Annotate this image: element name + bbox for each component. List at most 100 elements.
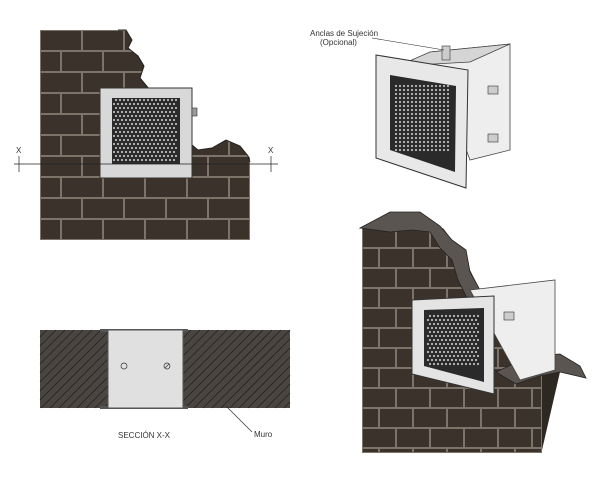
mesh-hole (444, 314, 448, 318)
mesh-hole (426, 92, 430, 96)
mesh-hole (442, 342, 446, 346)
mesh-hole (138, 98, 142, 102)
brick (397, 229, 429, 247)
mesh-hole (426, 84, 430, 88)
mesh-hole (438, 108, 442, 112)
mesh-hole (398, 120, 402, 124)
mesh-hole (474, 334, 478, 338)
mesh-hole (434, 120, 438, 124)
mesh-hole (122, 130, 126, 134)
mesh-hole (414, 112, 418, 116)
mesh-hole (430, 148, 434, 152)
mesh-hole (446, 144, 450, 148)
mesh-hole (162, 114, 166, 118)
mesh-hole (438, 326, 442, 330)
mesh-hole (140, 142, 144, 146)
mesh-hole (456, 346, 460, 350)
brick (363, 349, 395, 367)
mesh-hole (426, 108, 430, 112)
mesh-hole (164, 102, 168, 106)
mesh-hole (112, 134, 116, 138)
mesh-hole (130, 122, 134, 126)
mesh-hole (164, 150, 168, 154)
mesh-hole (150, 106, 154, 110)
mesh-hole (440, 330, 444, 334)
brick (41, 115, 81, 134)
brick (363, 329, 378, 347)
mesh-hole (160, 134, 164, 138)
mesh-hole (446, 132, 450, 136)
mesh-hole (464, 354, 468, 358)
mesh-hole (406, 128, 410, 132)
mesh-hole (168, 126, 172, 130)
mesh-hole (452, 338, 456, 342)
mesh-hole (144, 134, 148, 138)
mesh-hole (472, 314, 476, 318)
brick (41, 136, 60, 155)
hatch-line (182, 329, 210, 357)
hatch-line (39, 329, 93, 383)
mesh-hole (394, 92, 398, 96)
mesh-hole (394, 104, 398, 108)
mesh-hole (418, 124, 422, 128)
mesh-hole (430, 84, 434, 88)
mesh-hole (118, 114, 122, 118)
mesh-hole (160, 150, 164, 154)
mesh-hole (394, 132, 398, 136)
mesh-hole (460, 346, 464, 350)
brick (83, 73, 123, 92)
mesh-hole (410, 148, 414, 152)
mesh-hole (426, 124, 430, 128)
brick (533, 429, 541, 447)
mesh-hole (162, 146, 166, 150)
mesh-hole (410, 96, 414, 100)
mesh-hole (474, 350, 478, 354)
hatch-line (265, 383, 291, 409)
mesh-hole (152, 102, 156, 106)
mesh-hole (170, 138, 174, 142)
hatch-line (39, 329, 75, 365)
mesh-hole (434, 136, 438, 140)
mesh-hole (406, 108, 410, 112)
mesh-hole (426, 350, 430, 354)
mesh-hole (442, 358, 446, 362)
mesh-hole (116, 110, 120, 114)
mesh-hole (454, 358, 458, 362)
mesh-hole (394, 128, 398, 132)
brick (380, 329, 412, 347)
section-mark-right: X (268, 146, 274, 155)
mesh-hole (406, 112, 410, 116)
mesh-hole (460, 338, 464, 342)
mesh-hole (434, 128, 438, 132)
mesh-hole (136, 158, 140, 162)
mesh-hole (402, 132, 406, 136)
brick (41, 220, 60, 239)
mesh-hole (402, 88, 406, 92)
mesh-hole (128, 126, 132, 130)
hatch-line (193, 329, 273, 409)
mesh-hole (152, 118, 156, 122)
mesh-hole (150, 130, 154, 134)
mesh-hole (142, 138, 146, 142)
anchors-leader-line (371, 37, 445, 51)
mesh-hole (418, 116, 422, 120)
mesh-hole (118, 154, 122, 158)
mesh-hole (444, 322, 448, 326)
mesh-hole (418, 88, 422, 92)
mesh-hole (442, 144, 446, 148)
brick (448, 449, 480, 452)
mesh-hole (448, 354, 452, 358)
mesh-hole (462, 326, 466, 330)
mesh-hole (398, 112, 402, 116)
mesh-hole (450, 350, 454, 354)
brick (41, 73, 81, 92)
mesh-hole (454, 326, 458, 330)
mesh-hole (148, 110, 152, 114)
brick (363, 449, 378, 452)
brick (380, 249, 412, 267)
mesh-hole (456, 354, 460, 358)
mesh-hole (126, 122, 130, 126)
mesh-hole (152, 158, 156, 162)
mesh-hole (438, 358, 442, 362)
